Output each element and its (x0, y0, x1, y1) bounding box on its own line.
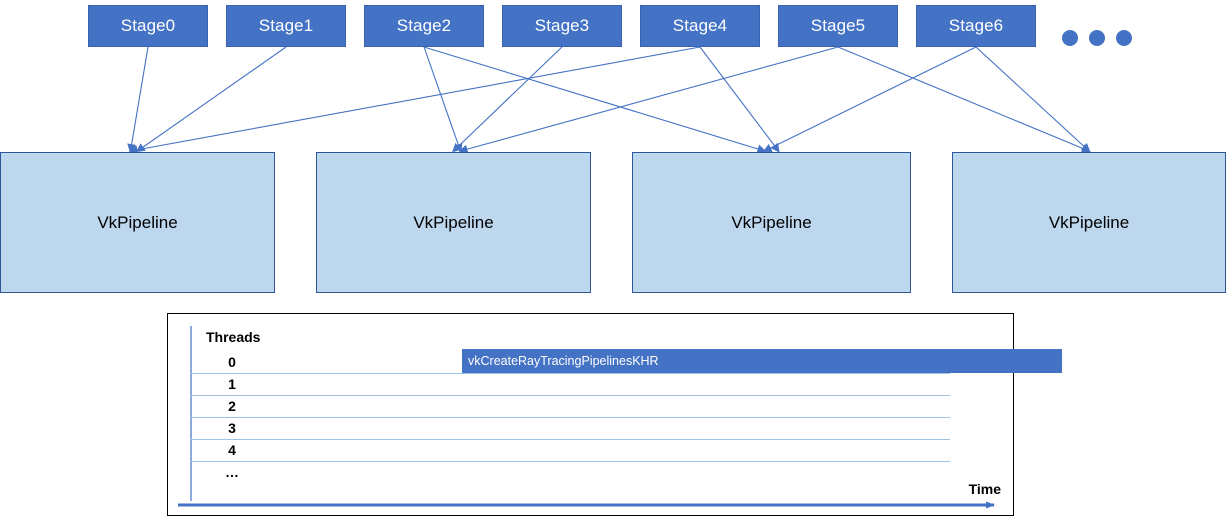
pipeline-box-1[interactable]: VkPipeline (316, 152, 591, 293)
stage-label: Stage1 (258, 16, 314, 35)
thread-row[interactable]: … (190, 462, 950, 484)
thread-index-label: … (225, 464, 239, 480)
arrow-stage0-to-pipeline0 (127, 46, 149, 153)
stage-box-1[interactable]: Stage1 (226, 5, 346, 47)
arrow-stage3-to-pipeline1 (452, 46, 563, 153)
thread-row-line (190, 394, 950, 396)
stage-label: Stage5 (810, 16, 866, 35)
threads-axis-title: Threads (206, 329, 261, 345)
pipeline-box-3[interactable]: VkPipeline (952, 152, 1226, 293)
pipeline-label: VkPipeline (731, 212, 812, 232)
thread-row[interactable]: 0 vkCreateRayTracingPipelinesKHR (190, 349, 1062, 374)
thread-row-line (190, 460, 950, 462)
timeline-task-label: vkCreateRayTracingPipelinesKHR (468, 354, 659, 368)
stages-ellipsis-icon (1062, 30, 1132, 46)
pipeline-box-0[interactable]: VkPipeline (0, 152, 275, 293)
thread-row-line (190, 483, 950, 485)
arrow-stage2-to-pipeline2 (423, 46, 767, 154)
thread-row-line (190, 438, 950, 440)
thread-timeline-panel: Threads 0 vkCreateRayTracingPipelinesKHR 1… (167, 313, 1062, 516)
pipeline-label: VkPipeline (1048, 212, 1130, 232)
arrow-stage6-to-pipeline2 (762, 46, 977, 152)
stage-label: Stage6 (948, 16, 1004, 35)
stage-label: Stage4 (672, 16, 728, 35)
arrow-stage4-to-pipeline0 (128, 46, 701, 155)
arrow-stage6-to-pipeline3 (975, 46, 1091, 153)
thread-row[interactable]: 2 (190, 396, 950, 418)
thread-row-line (190, 416, 950, 418)
thread-row[interactable]: 1 (190, 374, 950, 396)
arrow-stage2-to-pipeline1 (423, 46, 463, 153)
arrow-stage4-to-pipeline2 (699, 46, 780, 153)
timeline-vertical-axis (190, 326, 192, 501)
stage-box-6[interactable]: Stage6 (916, 5, 1036, 47)
thread-index-label: 3 (228, 420, 236, 436)
arrow-stage5-to-pipeline1 (458, 46, 839, 154)
stage-box-0[interactable]: Stage0 (88, 5, 208, 47)
pipeline-label: VkPipeline (413, 212, 494, 232)
ellipsis-dot-icon (1062, 30, 1078, 46)
stage-label: Stage3 (534, 16, 590, 35)
time-axis-label: Time (968, 481, 1001, 497)
stage-label: Stage2 (396, 16, 452, 35)
pipeline-label: VkPipeline (97, 212, 178, 232)
stage-label: Stage0 (120, 16, 176, 35)
thread-index-label: 4 (228, 442, 236, 458)
stage-box-2[interactable]: Stage2 (364, 5, 484, 47)
thread-row[interactable]: 4 (190, 440, 950, 462)
thread-index-label: 0 (228, 354, 236, 370)
ellipsis-dot-icon (1116, 30, 1132, 46)
stage-box-3[interactable]: Stage3 (502, 5, 622, 47)
thread-index-label: 1 (228, 376, 236, 392)
thread-row[interactable]: 3 (190, 418, 950, 440)
arrow-stage1-to-pipeline0 (135, 46, 287, 153)
thread-row-line (190, 372, 950, 374)
ellipsis-dot-icon (1089, 30, 1105, 46)
pipeline-box-2[interactable]: VkPipeline (632, 152, 911, 293)
stage-box-5[interactable]: Stage5 (778, 5, 898, 47)
timeline-task-bar[interactable]: vkCreateRayTracingPipelinesKHR (462, 349, 1062, 373)
stage-box-4[interactable]: Stage4 (640, 5, 760, 47)
thread-index-label: 2 (228, 398, 236, 414)
arrow-stage5-to-pipeline3 (837, 46, 1091, 153)
time-axis-arrow (178, 501, 995, 509)
